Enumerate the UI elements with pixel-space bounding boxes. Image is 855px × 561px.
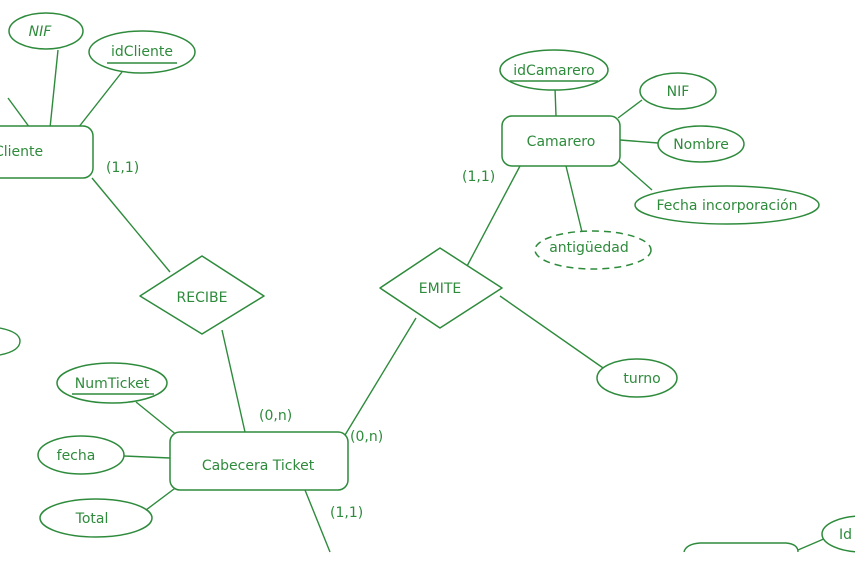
- cardinality-cliente-recibe: (1,1): [106, 160, 139, 176]
- relationship-recibe: RECIBE: [139, 255, 265, 335]
- entity-cliente-label: Cliente: [0, 144, 43, 160]
- entity-cabecera-ticket: Cabecera Ticket: [169, 431, 349, 491]
- attribute-num-ticket-ellipse: [56, 362, 168, 404]
- attribute-nombre-ellipse: [657, 125, 745, 163]
- line-camarero-antiguedad: [565, 165, 583, 233]
- line-ticket-total: [145, 485, 179, 511]
- entity-camarero-box: [501, 115, 621, 167]
- attribute-fecha-incorporacion: Fecha incorporación: [634, 185, 820, 225]
- attribute-id-camarero-ellipse: [499, 49, 609, 91]
- relationship-recibe-label: RECIBE: [177, 290, 228, 306]
- line-emite-turno: [499, 295, 607, 371]
- line-ticket-bottom: [304, 489, 331, 553]
- relationship-recibe-diamond: [139, 255, 265, 335]
- attribute-id-cliente-label: idCliente: [111, 44, 173, 60]
- relationship-emite-diamond: [379, 247, 503, 329]
- attribute-id-camarero-label: idCamarero: [513, 63, 594, 79]
- attribute-turno-label: turno: [623, 371, 660, 387]
- attribute-turno-ellipse: [596, 358, 678, 398]
- attribute-fecha-incorporacion-ellipse: [634, 185, 820, 225]
- attribute-nif-camarero-label: NIF: [667, 84, 690, 100]
- attribute-total: Total: [39, 498, 153, 538]
- line-cliente-recibe: [91, 177, 171, 273]
- line-cliente-offscreen: [7, 97, 31, 129]
- line-partial-id: [797, 537, 827, 551]
- attribute-antiguedad-ellipse: [534, 230, 652, 270]
- attribute-nif-cliente-ellipse: [8, 12, 84, 50]
- line-cliente-nif: [49, 49, 59, 129]
- attribute-num-ticket: NumTicket: [56, 362, 168, 404]
- line-ticket-numticket: [135, 401, 179, 437]
- attribute-turno: turno: [596, 358, 678, 398]
- entity-camarero: Camarero: [501, 115, 621, 167]
- line-camarero-nombre: [619, 139, 659, 144]
- cardinality-ticket-emite: (0,n): [350, 429, 383, 445]
- line-emite-ticket: [341, 317, 417, 441]
- entity-cliente: Cliente: [0, 125, 94, 179]
- attribute-nif-camarero-ellipse: [639, 72, 717, 110]
- line-camarero-fecha: [617, 159, 653, 191]
- attribute-fecha-incorporacion-label: Fecha incorporación: [656, 198, 797, 214]
- attribute-antiguedad-label: antigüedad: [549, 240, 629, 256]
- attribute-num-ticket-label: NumTicket: [75, 376, 150, 392]
- line-camarero-idcamarero: [554, 87, 557, 117]
- connectors: [7, 49, 827, 553]
- line-camarero-emite: [465, 165, 521, 269]
- attribute-fecha-ellipse: [37, 435, 125, 475]
- entity-camarero-label: Camarero: [527, 134, 596, 150]
- entity-partial-box: [683, 542, 799, 553]
- entity-cabecera-ticket-label: Cabecera Ticket: [202, 458, 315, 474]
- relationship-emite: EMITE: [379, 247, 503, 329]
- entity-cabecera-ticket-box: [169, 431, 349, 491]
- attribute-fecha-label: fecha: [57, 448, 96, 464]
- attribute-total-ellipse: [39, 498, 153, 538]
- entity-cliente-box: [0, 125, 94, 179]
- attribute-partial-id-ellipse: [821, 515, 855, 553]
- line-cliente-idcliente: [77, 71, 123, 129]
- line-recibe-ticket: [221, 329, 246, 433]
- attribute-fecha: fecha: [37, 435, 125, 475]
- cardinality-ticket-bottom: (1,1): [330, 505, 363, 521]
- line-camarero-nif: [617, 99, 643, 119]
- attribute-nombre: Nombre: [657, 125, 745, 163]
- line-ticket-fecha: [123, 455, 171, 459]
- attribute-partial-id: Id: [821, 515, 855, 553]
- cardinality-ticket-recibe: (0,n): [259, 408, 292, 424]
- attribute-antiguedad: antigüedad: [534, 230, 652, 270]
- attribute-partial-id-label: Id: [839, 527, 852, 543]
- relationship-emite-label: EMITE: [419, 281, 461, 297]
- attribute-partial-left: [0, 327, 21, 356]
- attribute-id-cliente: idCliente: [88, 30, 196, 74]
- attribute-total-label: Total: [75, 511, 109, 527]
- cardinality-camarero-emite: (1,1): [462, 169, 495, 185]
- attribute-id-camarero: idCamarero: [499, 49, 609, 91]
- attribute-nombre-label: Nombre: [673, 137, 729, 153]
- attribute-nif-cliente-label: NIF: [29, 24, 53, 40]
- attribute-nif-cliente: NIF: [8, 12, 84, 50]
- attribute-nif-camarero: NIF: [639, 72, 717, 110]
